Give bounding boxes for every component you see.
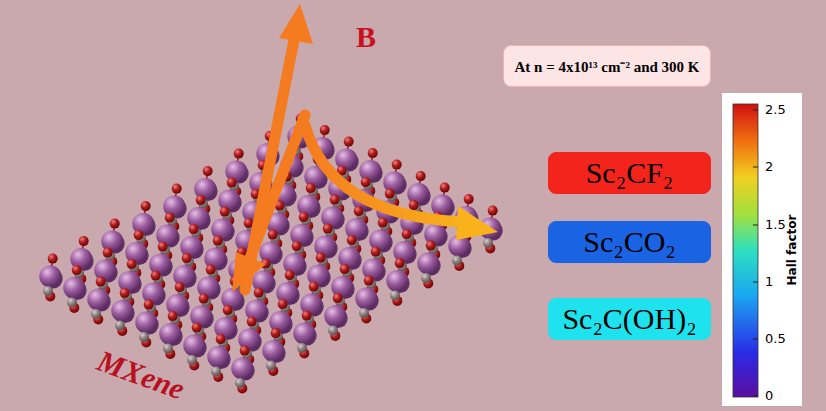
field-arrows <box>232 4 498 292</box>
tick-label: 0.5 <box>765 331 786 346</box>
material-box: Sc₂CF₂ <box>548 152 711 194</box>
material-formula: Sc₂CF₂ <box>586 156 674 190</box>
material-box: Sc₂CO₂ <box>548 221 711 263</box>
colorbar-title: Hall factor <box>785 215 799 286</box>
field-label: B <box>356 20 376 54</box>
material-formula: Sc₂C(OH)₂ <box>562 302 696 336</box>
tick-label: 0 <box>765 388 773 403</box>
material-box: Sc₂C(OH)₂ <box>548 298 711 340</box>
tick-label: 1 <box>765 274 773 289</box>
tick-label: 2 <box>765 159 773 174</box>
condition-box: At n = 4x10¹³ cm⁻² and 300 K <box>503 45 711 87</box>
tick-label: 1.5 <box>765 217 786 232</box>
tick-label: 2.5 <box>765 102 786 117</box>
condition-text: At n = 4x10¹³ cm⁻² and 300 K <box>515 56 700 76</box>
hall-factor-colorbar <box>722 93 802 406</box>
material-formula: Sc₂CO₂ <box>583 225 676 259</box>
